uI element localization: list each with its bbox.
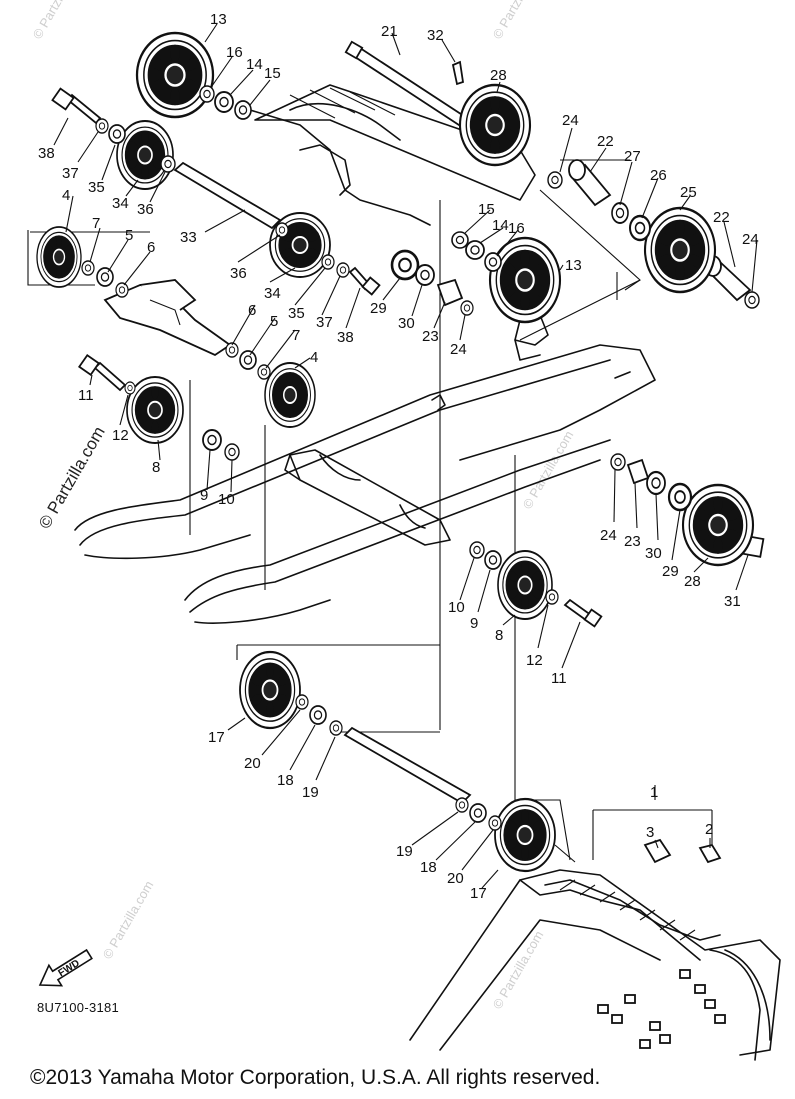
fwd-arrow: FWD <box>38 948 93 987</box>
part-callout: 24 <box>562 112 579 129</box>
part-callout: 32 <box>427 27 444 44</box>
part-callout: 9 <box>470 615 478 632</box>
watermark-text: © Partzilla.com <box>100 878 157 961</box>
part-callout: 8 <box>495 627 503 644</box>
part-callout: 17 <box>208 729 225 746</box>
part-callout: 29 <box>662 563 679 580</box>
part-callout: 14 <box>246 56 263 73</box>
part-callout: 34 <box>112 195 129 212</box>
part-callout: 29 <box>370 300 387 317</box>
watermark-text: © Partzilla.com <box>490 0 547 42</box>
callout-labels: 13 16 14 15 21 32 28 38 37 35 34 36 24 2… <box>38 11 759 902</box>
part-callout: 16 <box>508 220 525 237</box>
part-callout: 9 <box>200 487 208 504</box>
part-callout: 27 <box>624 148 641 165</box>
part-callout: 3 <box>646 824 654 841</box>
part-callout: 10 <box>218 491 235 508</box>
part-callout: 5 <box>270 313 278 330</box>
part-callout: 14 <box>492 217 509 234</box>
part-callout: 12 <box>112 427 129 444</box>
track-assembly <box>409 869 781 1061</box>
part-callout: 19 <box>396 843 413 860</box>
part-callout: 15 <box>478 201 495 218</box>
part-callout: 19 <box>302 784 319 801</box>
part-callout: 16 <box>226 44 243 61</box>
part-callout: 20 <box>244 755 261 772</box>
part-callout: 10 <box>448 599 465 616</box>
part-callout: 20 <box>447 870 464 887</box>
part-callout: 7 <box>292 327 300 344</box>
part-callout: 6 <box>147 239 155 256</box>
part-callout: 21 <box>381 23 398 40</box>
part-callout: 17 <box>470 885 487 902</box>
part-callout: 6 <box>248 302 256 319</box>
part-callout: 37 <box>62 165 79 182</box>
part-callout: 7 <box>92 215 100 232</box>
part-callout: 22 <box>713 209 730 226</box>
part-callout: 24 <box>450 341 467 358</box>
part-callout: 35 <box>288 305 305 322</box>
part-callout: 1 <box>650 784 658 801</box>
part-callout: 36 <box>230 265 247 282</box>
part-callout: 37 <box>316 314 333 331</box>
part-callout: 23 <box>422 328 439 345</box>
part-callout: 30 <box>645 545 662 562</box>
part-callout: 28 <box>684 573 701 590</box>
part-callout: 4 <box>62 187 70 204</box>
part-callout: 38 <box>38 145 55 162</box>
part-callout: 34 <box>264 285 281 302</box>
part-callout: 11 <box>78 387 94 404</box>
part-callout: 5 <box>125 227 133 244</box>
watermark-text: © Partzilla.com <box>490 928 547 1011</box>
part-callout: 12 <box>526 652 543 669</box>
part-callout: 30 <box>398 315 415 332</box>
part-callout: 2 <box>705 821 713 838</box>
part-callout: 24 <box>600 527 617 544</box>
part-callout: 26 <box>650 167 667 184</box>
drawing-code: 8U7100-3181 <box>37 1000 120 1015</box>
part-callout: 22 <box>597 133 614 150</box>
part-callout: 24 <box>742 231 759 248</box>
part-callout: 11 <box>551 670 567 687</box>
part-callout: 8 <box>152 459 160 476</box>
part-callout: 18 <box>277 772 294 789</box>
part-callout: 13 <box>565 257 582 274</box>
leader-lines <box>53 23 758 889</box>
wheels <box>37 33 753 871</box>
part-callout: 28 <box>490 67 507 84</box>
watermark-text: © Partzilla.com <box>30 0 87 42</box>
part-callout: 36 <box>137 201 154 218</box>
copyright-notice: ©2013 Yamaha Motor Corporation, U.S.A. A… <box>30 1066 601 1089</box>
part-callout: 18 <box>420 859 437 876</box>
part-callout: 33 <box>180 229 197 246</box>
part-callout: 38 <box>337 329 354 346</box>
small-parts <box>81 85 760 864</box>
part-callout: 25 <box>680 184 697 201</box>
part-callout: 15 <box>264 65 281 82</box>
part-callout: 35 <box>88 179 105 196</box>
part-callout: 23 <box>624 533 641 550</box>
part-callout: 31 <box>724 593 741 610</box>
watermark-text: © Partzilla.com <box>520 428 577 511</box>
part-callout: 13 <box>210 11 227 28</box>
part-callout: 4 <box>310 349 318 366</box>
